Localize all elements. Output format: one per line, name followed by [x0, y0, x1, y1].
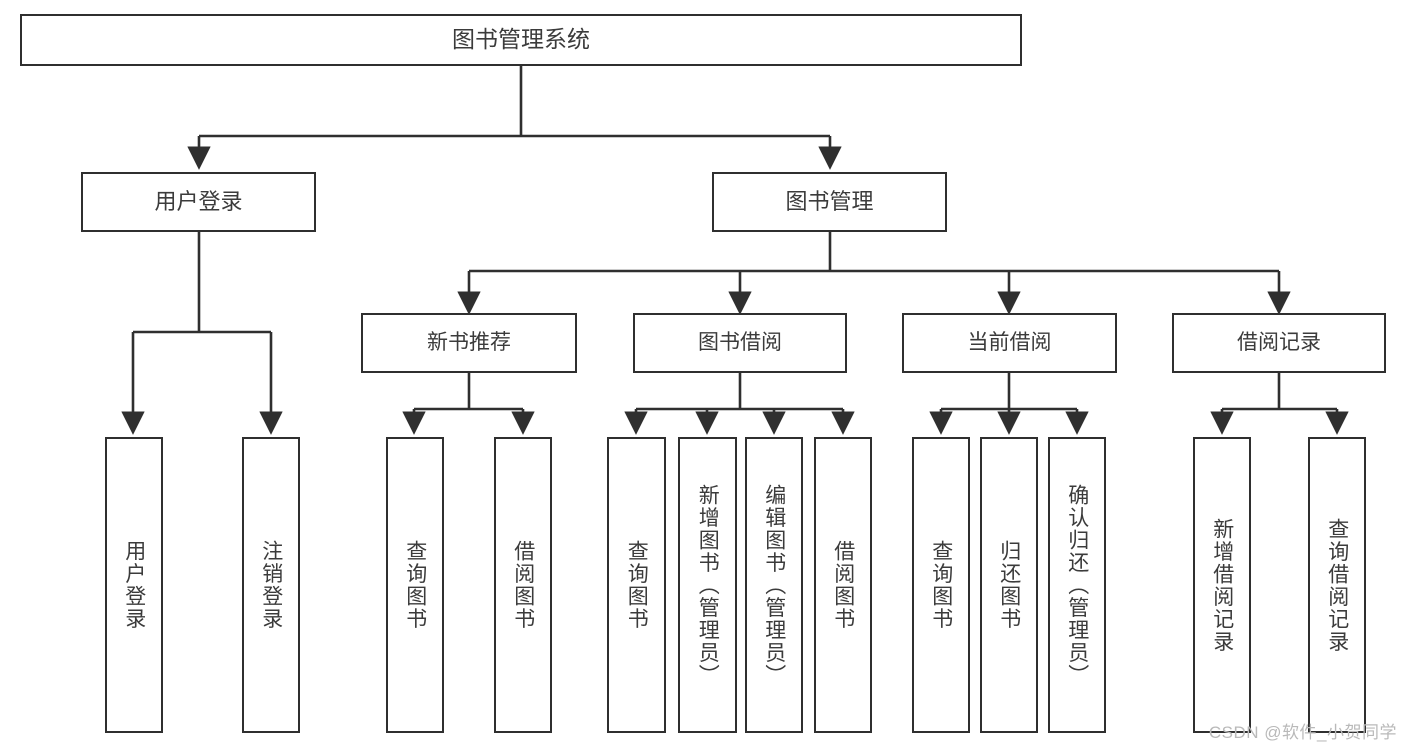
leaf-query-book-newbook[interactable]: 查询图书	[386, 437, 444, 733]
leaf-label: 用户登录	[122, 540, 146, 630]
leaf-label: 确认归还（管理员）	[1065, 483, 1089, 687]
leaf-add-borrow-record[interactable]: 新增借阅记录	[1193, 437, 1251, 733]
leaf-label: 编辑图书（管理员）	[762, 483, 786, 687]
node-root[interactable]: 图书管理系统	[20, 14, 1022, 66]
node-borrow-record[interactable]: 借阅记录	[1172, 313, 1386, 373]
leaf-edit-book-admin[interactable]: 编辑图书（管理员）	[745, 437, 803, 733]
leaf-user-login[interactable]: 用户登录	[105, 437, 163, 733]
leaf-query-book-borrow[interactable]: 查询图书	[607, 437, 666, 733]
leaf-label: 查询图书	[929, 540, 953, 630]
node-current-borrow[interactable]: 当前借阅	[902, 313, 1117, 373]
leaf-label: 查询借阅记录	[1325, 517, 1349, 653]
leaf-confirm-return-admin[interactable]: 确认归还（管理员）	[1048, 437, 1106, 733]
leaf-borrow-book[interactable]: 借阅图书	[814, 437, 872, 733]
leaf-logout[interactable]: 注销登录	[242, 437, 300, 733]
node-book-borrow[interactable]: 图书借阅	[633, 313, 847, 373]
leaf-query-borrow-record[interactable]: 查询借阅记录	[1308, 437, 1366, 733]
leaf-label: 查询图书	[403, 540, 427, 630]
node-user-login[interactable]: 用户登录	[81, 172, 316, 232]
leaf-label: 借阅图书	[511, 540, 535, 630]
leaf-borrow-book-newbook[interactable]: 借阅图书	[494, 437, 552, 733]
leaf-label: 借阅图书	[831, 540, 855, 630]
leaf-query-book-current[interactable]: 查询图书	[912, 437, 970, 733]
leaf-label: 归还图书	[997, 540, 1021, 630]
leaf-return-book[interactable]: 归还图书	[980, 437, 1038, 733]
leaf-label: 新增图书（管理员）	[696, 483, 720, 687]
leaf-label: 新增借阅记录	[1210, 517, 1234, 653]
node-book-management[interactable]: 图书管理	[712, 172, 947, 232]
leaf-label: 查询图书	[625, 540, 649, 630]
leaf-add-book-admin[interactable]: 新增图书（管理员）	[678, 437, 737, 733]
leaf-label: 注销登录	[259, 540, 283, 630]
node-new-book-recommend[interactable]: 新书推荐	[361, 313, 577, 373]
